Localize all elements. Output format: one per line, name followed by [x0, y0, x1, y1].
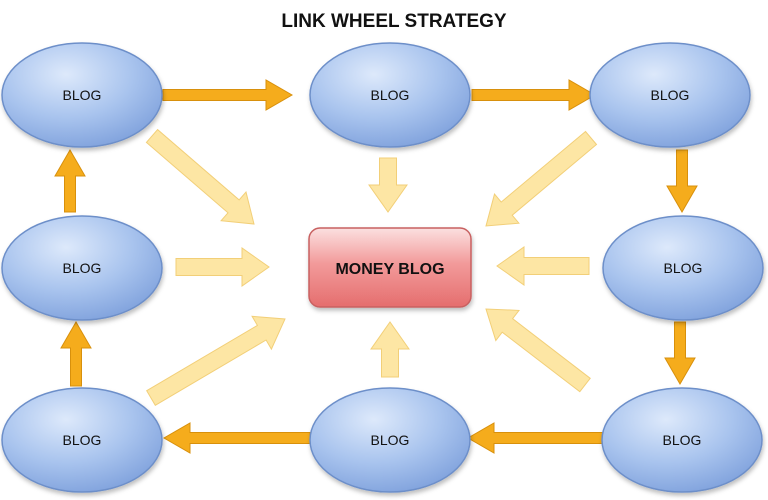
blog-node-label: BLOG: [63, 87, 102, 103]
wheel-arrows-group: [54, 79, 698, 454]
inner-arrow-middle-right-to-money: [496, 246, 590, 286]
blog-node-bottom-center: BLOG: [309, 387, 471, 493]
wheel-arrow-middle-left-to-top-left: [54, 148, 86, 213]
inner-arrow-bottom-left-to-money: [146, 315, 286, 406]
inner-arrows-group: [145, 128, 598, 406]
wheel-arrow-bottom-right-to-bottom-center: [466, 422, 605, 454]
blog-node-middle-right: BLOG: [602, 215, 764, 321]
blog-node-middle-left: BLOG: [1, 215, 163, 321]
blog-node-top-right: BLOG: [589, 42, 751, 148]
inner-arrow-top-right-to-money: [485, 130, 598, 227]
diagram-title: LINK WHEEL STRATEGY: [281, 11, 507, 32]
blog-node-top-center: BLOG: [309, 42, 471, 148]
inner-arrow-top-center-to-money: [368, 157, 408, 213]
blog-node-label: BLOG: [663, 432, 702, 448]
blog-node-label: BLOG: [371, 432, 410, 448]
wheel-arrow-bottom-center-to-bottom-left: [162, 422, 311, 454]
blog-node-label: BLOG: [63, 260, 102, 276]
wheel-arrow-top-center-to-top-right: [471, 79, 597, 111]
wheel-arrow-top-right-to-middle-right: [666, 149, 698, 214]
blog-node-label: BLOG: [63, 432, 102, 448]
wheel-arrow-middle-right-to-bottom-right: [664, 321, 696, 386]
wheel-arrow-top-left-to-top-center: [162, 79, 294, 111]
inner-arrow-top-left-to-money: [145, 128, 255, 225]
inner-arrow-middle-left-to-money: [175, 247, 270, 287]
blog-node-label: BLOG: [664, 260, 703, 276]
money-blog-node: MONEY BLOG: [308, 227, 472, 308]
blog-node-bottom-right: BLOG: [601, 387, 763, 493]
wheel-arrow-bottom-left-to-middle-left: [60, 320, 92, 387]
blog-node-label: BLOG: [651, 87, 690, 103]
inner-arrow-bottom-center-to-money: [370, 321, 410, 378]
money-blog-label: MONEY BLOG: [335, 261, 444, 278]
blog-node-label: BLOG: [371, 87, 410, 103]
blog-node-top-left: BLOG: [1, 42, 163, 148]
blog-node-bottom-left: BLOG: [1, 387, 163, 493]
inner-arrow-bottom-right-to-money: [485, 308, 591, 393]
